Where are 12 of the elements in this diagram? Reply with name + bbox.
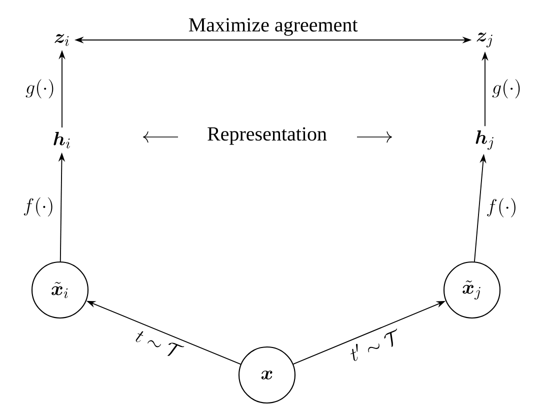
edge-label: $t \sim \mathcal{T}$ <box>132 326 186 361</box>
edge-label: Maximize agreement <box>187 16 360 38</box>
representation-symbol: $\bm{h}_j$ <box>476 130 494 150</box>
representation-symbol: $\bm{h}_i$ <box>54 132 70 148</box>
edge-label: $f(\cdot)$ <box>484 196 519 219</box>
edge-label: $g(\cdot)$ <box>24 78 56 100</box>
edge-label: $f(\cdot)$ <box>22 196 56 218</box>
projection-symbol: $\bm{z}_i$ <box>54 34 69 46</box>
projection-symbol: $\bm{z}_j$ <box>476 32 492 48</box>
text-label: Representation <box>208 127 327 145</box>
edge-label: $t' \sim \mathcal{T}$ <box>346 326 404 364</box>
edge-label: $g(\cdot)$ <box>490 78 523 100</box>
